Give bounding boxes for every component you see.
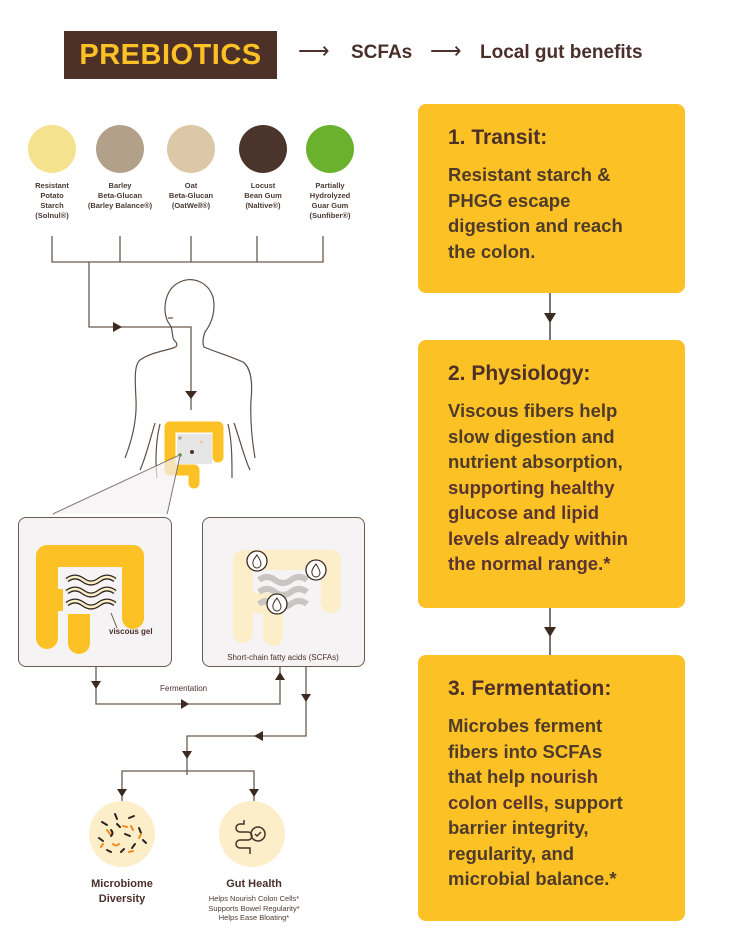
arrow-left-icon	[254, 731, 263, 741]
prebiotics-badge: PREBIOTICS	[64, 31, 277, 79]
colon-with-gel-illustration	[36, 545, 144, 654]
colon-with-scfa-illustration	[233, 550, 341, 646]
arrow-down-icon	[249, 789, 259, 797]
scfa-panel: Short-chain fatty acids (SCFAs)	[202, 517, 365, 667]
viscous-gel-label: viscous gel	[109, 627, 153, 636]
arrow-down-icon	[544, 313, 556, 323]
local-gut-benefits-label: Local gut benefits	[480, 42, 643, 63]
arrow-right-icon	[113, 322, 122, 332]
locust-bean-icon	[239, 125, 287, 173]
viscous-gel-panel: viscous gel	[18, 517, 172, 667]
scfa-label: Short-chain fatty acids (SCFAs)	[227, 653, 339, 662]
prebiotics-label: PREBIOTICS	[79, 38, 262, 71]
gut-health-icon	[218, 800, 286, 868]
arrow-right-icon: ⟶	[298, 38, 330, 63]
scfas-label: SCFAs	[351, 42, 413, 63]
arrow-down-icon	[185, 391, 197, 399]
card-title: 2. Physiology:	[448, 362, 591, 385]
card-title: 1. Transit:	[448, 126, 548, 149]
fermentation-label: Fermentation	[160, 684, 208, 693]
transit-card: 1. Transit: Resistant starch &PHGG escape…	[418, 104, 685, 293]
card-title: 3. Fermentation:	[448, 677, 612, 700]
microbiome-diversity-title: Microbiome Diversity	[91, 878, 153, 905]
arrow-down-icon	[117, 789, 127, 797]
arrow-right-icon: ⟶	[430, 38, 462, 63]
guar-gum-icon	[306, 125, 354, 173]
barley-icon	[96, 125, 144, 173]
gut-health-benefits-list: Helps Nourish Colon Cells* Supports Bowe…	[208, 894, 300, 922]
arrow-down-icon	[91, 681, 101, 689]
ingredient-connector-lines	[51, 236, 324, 410]
card-connectors	[544, 293, 556, 655]
arrow-down-icon	[544, 627, 556, 637]
arrow-down-icon	[301, 694, 311, 702]
colon-illustration	[164, 421, 224, 489]
arrow-right-icon	[181, 699, 189, 709]
microbiome-diversity-icon	[87, 800, 157, 868]
oat-icon	[167, 125, 215, 173]
gut-health-title: Gut Health	[226, 878, 282, 890]
human-body-outline	[124, 279, 256, 479]
scfa-droplet-icon	[246, 550, 327, 615]
arrow-down-icon	[182, 751, 192, 759]
flow-diagram	[51, 236, 324, 803]
potato-starch-icon	[28, 125, 76, 173]
arrow-up-icon	[275, 672, 285, 680]
